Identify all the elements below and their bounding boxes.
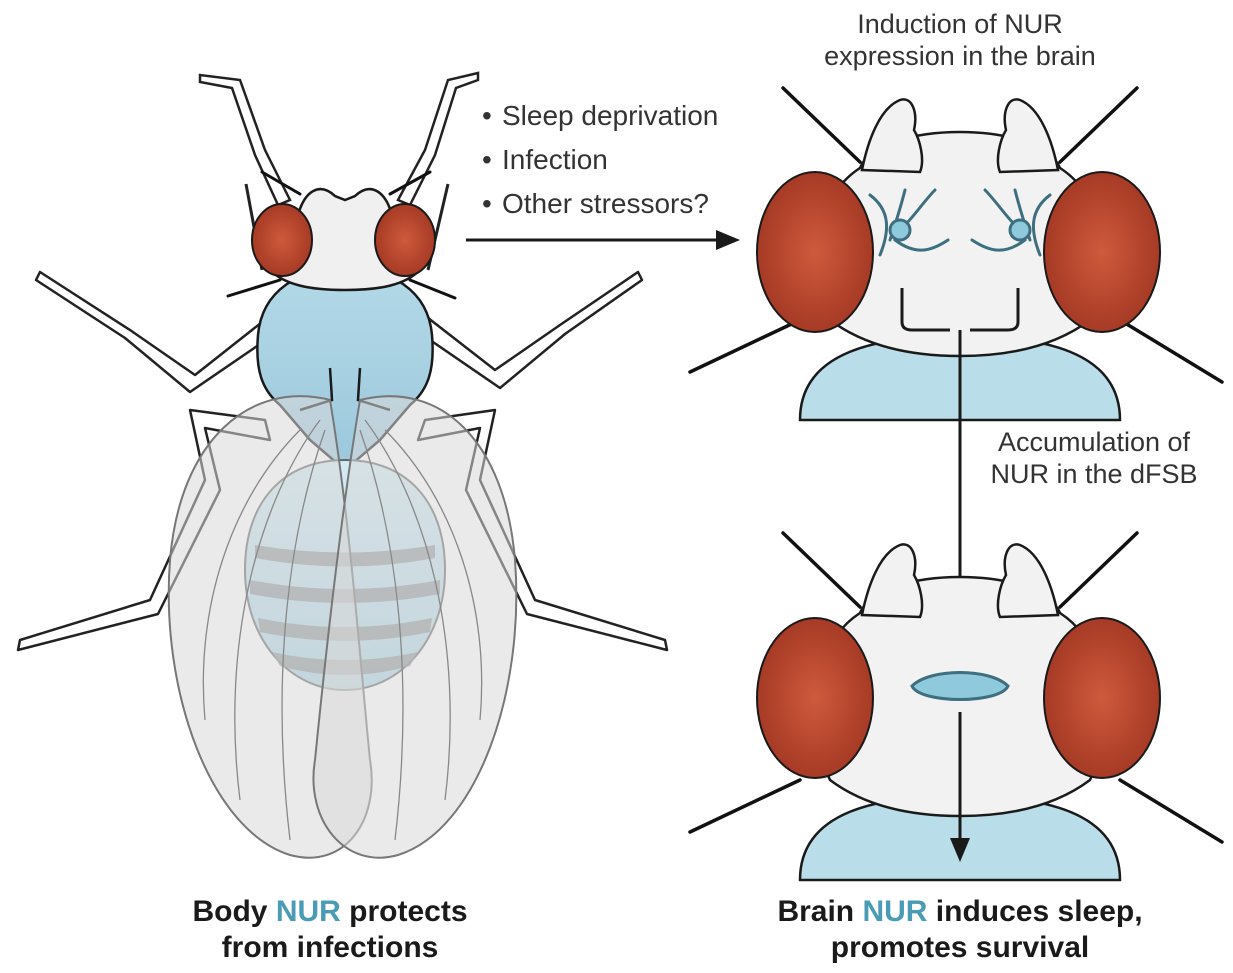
stressor-item: Other stressors? <box>482 182 718 226</box>
accumulation-label-line1: Accumulation of <box>975 426 1213 458</box>
head-top <box>690 88 1222 420</box>
dfsb-nur <box>912 673 1008 700</box>
caption-text: Body <box>192 895 275 928</box>
caption-text: Brain <box>777 895 862 928</box>
left-eye <box>252 204 312 276</box>
left-caption-line1: Body NUR protects <box>150 894 510 930</box>
stressor-list: Sleep deprivation Infection Other stress… <box>482 94 718 226</box>
accumulation-label: Accumulation of NUR in the dFSB <box>975 426 1213 490</box>
right-caption-line2: promotes survival <box>745 930 1175 966</box>
induction-label-line1: Induction of NUR <box>780 8 1140 40</box>
stress-arrow <box>466 230 740 250</box>
stressor-item: Sleep deprivation <box>482 94 718 138</box>
caption-text: induces sleep, <box>927 895 1142 928</box>
nur-highlight: NUR <box>862 895 927 928</box>
left-caption: Body NUR protects from infections <box>150 894 510 966</box>
right-caption: Brain NUR induces sleep, promotes surviv… <box>745 894 1175 966</box>
nur-highlight: NUR <box>276 895 341 928</box>
head-bottom <box>690 533 1222 880</box>
right-caption-line1: Brain NUR induces sleep, <box>745 894 1175 930</box>
accumulation-label-line2: NUR in the dFSB <box>975 458 1213 490</box>
fly-head <box>252 189 435 290</box>
induction-label: Induction of NUR expression in the brain <box>780 8 1140 72</box>
stressor-item: Infection <box>482 138 718 182</box>
caption-text: protects <box>341 895 468 928</box>
induction-label-line2: expression in the brain <box>780 40 1140 72</box>
right-eye <box>375 204 435 276</box>
right-antenna <box>398 73 478 205</box>
left-caption-line2: from infections <box>150 930 510 966</box>
